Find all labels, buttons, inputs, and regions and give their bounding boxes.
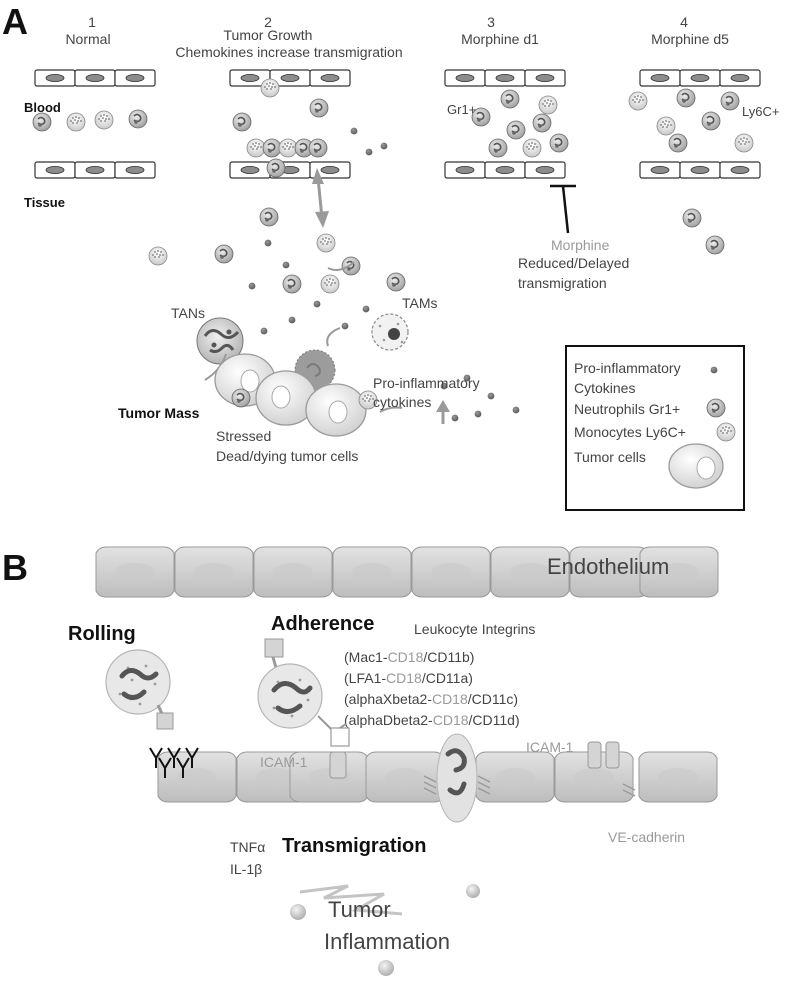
tnf-label: TNFα xyxy=(230,839,265,855)
col2-title: Tumor Growth xyxy=(224,27,313,43)
rolling-leukocyte xyxy=(105,649,174,730)
col1-title: Normal xyxy=(65,31,110,47)
reduced-label-line2: transmigration xyxy=(518,275,607,291)
il1-label: IL-1β xyxy=(230,861,262,877)
pro-inflammatory-line2: cytokines xyxy=(373,394,431,410)
morphine-block-symbol xyxy=(550,184,576,234)
reduced-label-line1: Reduced/Delayed xyxy=(518,255,629,271)
selectin-receptors xyxy=(149,747,199,778)
col4-blood-cells xyxy=(628,88,754,153)
icam1-right-label: ICAM-1 xyxy=(526,739,574,755)
icam1-adherence xyxy=(329,751,347,779)
stressed-label: Stressed xyxy=(216,428,271,444)
col4-tissue-cells xyxy=(682,208,725,255)
integrin-2: (LFA1-CD18/CD11a) xyxy=(344,670,473,686)
tans-label: TANs xyxy=(171,305,205,321)
blood-label: Blood xyxy=(24,100,61,115)
col2-bottom-wall xyxy=(229,161,351,179)
col4-number: 4 xyxy=(680,14,688,30)
col4-bottom-wall xyxy=(639,161,761,179)
legend-item-neutrophils: Neutrophils Gr1+ xyxy=(574,401,680,417)
col3-number: 3 xyxy=(487,14,495,30)
tumor-inflammation-graphic xyxy=(290,884,480,976)
col2-top-wall xyxy=(229,69,351,87)
transmigration-arrow xyxy=(312,168,329,228)
icam1-right xyxy=(587,741,620,769)
col3-top-wall xyxy=(444,69,566,87)
col4-title: Morphine d5 xyxy=(651,31,729,47)
legend-item-pro-inflammatory: Pro-inflammatory xyxy=(574,360,681,376)
legend-cytokine-icon xyxy=(710,366,718,374)
tam-cell xyxy=(371,313,409,351)
morphine-label: Morphine xyxy=(551,237,610,253)
integrin-list: (Mac1-CD18/CD11b) (LFA1-CD18/CD11a) (alp… xyxy=(344,649,520,728)
adherent-leukocyte xyxy=(257,638,350,747)
panel-b-letter: B xyxy=(2,547,28,588)
legend-tumor-cell-icon xyxy=(668,443,724,489)
legend-monocyte-icon xyxy=(716,422,736,442)
rolling-label: Rolling xyxy=(68,623,136,645)
legend-item-monocytes: Monocytes Ly6C+ xyxy=(574,424,686,440)
legend-item-cytokines: Cytokines xyxy=(574,380,635,396)
integrin-3: (alphaXbeta2-CD18/CD11c) xyxy=(344,691,518,707)
gr1-label: Gr1+ xyxy=(447,102,476,117)
icam1-left-label: ICAM-1 xyxy=(260,754,308,770)
integrin-4: (alphaDbeta2-CD18/CD11d) xyxy=(344,712,520,728)
tams-label: TAMs xyxy=(402,295,438,311)
dead-dying-label: Dead/dying tumor cells xyxy=(216,448,358,464)
col3-title: Morphine d1 xyxy=(461,31,539,47)
tumor-mass-label: Tumor Mass xyxy=(118,405,200,421)
legend-item-tumor-cells: Tumor cells xyxy=(574,449,646,465)
col4-top-wall xyxy=(639,69,761,87)
tumor-mass xyxy=(196,261,520,437)
tumor-cell-cluster xyxy=(214,353,378,437)
col1-top-wall xyxy=(34,69,156,87)
column-headings: 1 Normal 2 Tumor Growth Chemokines incre… xyxy=(65,14,729,60)
panel-a-letter: A xyxy=(2,1,28,42)
ly6c-label: Ly6C+ xyxy=(742,104,779,119)
pro-inflammatory-line1: Pro-inflammatory xyxy=(373,375,480,391)
ve-cadherin-label: VE-cadherin xyxy=(608,829,685,845)
endothelium-label: Endothelium xyxy=(547,554,669,579)
col2-number: 2 xyxy=(264,14,272,30)
tumor-label: Tumor xyxy=(328,897,391,922)
legend-neutrophil-icon xyxy=(706,398,726,418)
transmigration-label: Transmigration xyxy=(282,835,426,857)
ve-cadherin-junctions xyxy=(423,775,636,797)
col3-blood-cells xyxy=(471,89,569,158)
tan-cell xyxy=(196,317,244,381)
col2-subtitle: Chemokines increase transmigration xyxy=(175,44,402,60)
adherence-label: Adherence xyxy=(271,613,374,635)
col1-number: 1 xyxy=(88,14,96,30)
transmigrating-cell xyxy=(436,733,478,823)
legend: Pro-inflammatory Cytokines Neutrophils G… xyxy=(565,345,745,511)
tissue-label: Tissue xyxy=(24,195,65,210)
col1-bottom-wall xyxy=(34,161,156,179)
integrin-1: (Mac1-CD18/CD11b) xyxy=(344,649,474,665)
integrins-title: Leukocyte Integrins xyxy=(414,621,535,637)
inflammation-label: Inflammation xyxy=(324,929,450,954)
col3-bottom-wall xyxy=(444,161,566,179)
